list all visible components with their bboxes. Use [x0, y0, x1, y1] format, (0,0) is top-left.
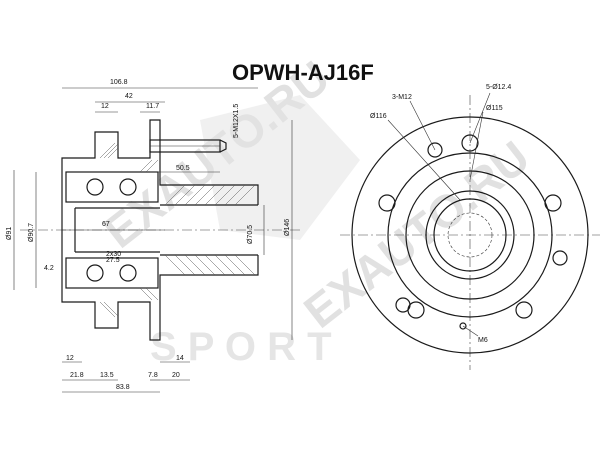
label-pcd-1: Ø116 [370, 113, 387, 120]
dim-flange-width: 12 [101, 103, 109, 110]
dim-bore-length: 67 [102, 221, 110, 228]
label-pcd-2: Ø115 [486, 105, 503, 112]
label-bolt-holes: 3-M12 [392, 94, 412, 101]
dim-bottom-7-8: 7.8 [148, 372, 158, 379]
front-view-dimensions: 3-M12 5-Ø12.4 Ø116 Ø115 M6 [370, 84, 511, 344]
label-sensor-thread: M6 [478, 337, 488, 344]
dim-bottom-12: 12 [66, 355, 74, 362]
note-1: 2x30 [106, 251, 121, 258]
note-2: 27.5 [106, 257, 120, 264]
dim-small-step: 4.2 [44, 265, 54, 272]
dim-bottom-20: 20 [172, 372, 180, 379]
dim-bottom-13-5: 13.5 [100, 372, 114, 379]
dim-bottom-14: 14 [176, 355, 184, 362]
side-view-dimensions: 106.8 42 12 11.7 5-M12X1.5 50.5 67 Ø91 Ø… [6, 79, 293, 393]
front-view [340, 92, 600, 370]
watermark-brand: S P O R T [150, 325, 332, 369]
dim-flange-dia: Ø146 [284, 219, 291, 236]
dim-bottom-21-8: 21.8 [70, 372, 84, 379]
dim-outer-dia-1: Ø91 [6, 227, 13, 240]
part-number-title: OPWH-AJ16F [232, 60, 374, 85]
dim-flange-to-stud: 42 [125, 93, 133, 100]
watermark: EXAUTO.RU EXAUTO.RU S P O R T [94, 51, 539, 369]
dim-pilot-dia: Ø70.5 [247, 225, 254, 244]
dim-outer-dia-2: Ø90.7 [28, 223, 35, 242]
dim-bottom-83-8: 83.8 [116, 384, 130, 391]
dim-stud-thread: 5-M12X1.5 [233, 104, 240, 138]
dim-stud-offset: 11.7 [146, 103, 159, 110]
label-stud-holes: 5-Ø12.4 [486, 84, 511, 91]
watermark-logo [200, 95, 360, 240]
dim-overall-length: 106.8 [110, 79, 128, 86]
dim-stud-length: 50.5 [176, 165, 190, 172]
